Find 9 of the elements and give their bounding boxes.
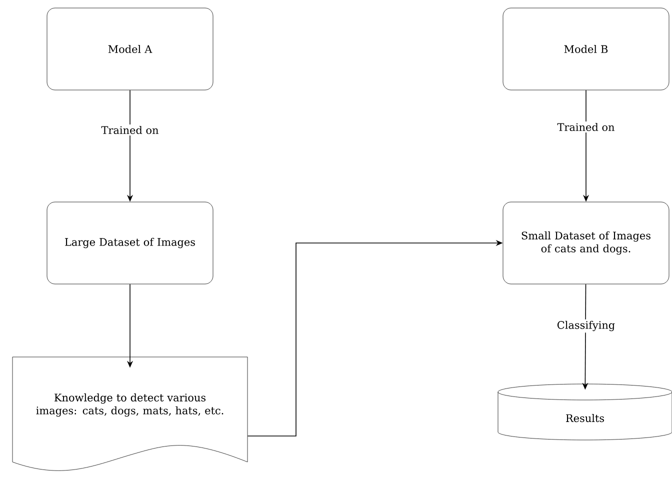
process-box: Large Dataset of Images (46, 202, 214, 284)
process-box: Model A (46, 8, 214, 90)
node-label: Results (566, 414, 604, 422)
edge-label: Classifying (555, 319, 617, 333)
process-box: Model B (502, 8, 670, 90)
edge-label: Trained on (556, 121, 616, 133)
database-cylinder: Results (498, 384, 672, 440)
process-box: Small Dataset of Images of cats and dogs. (502, 202, 670, 284)
edge-label: Trained on (100, 124, 160, 136)
